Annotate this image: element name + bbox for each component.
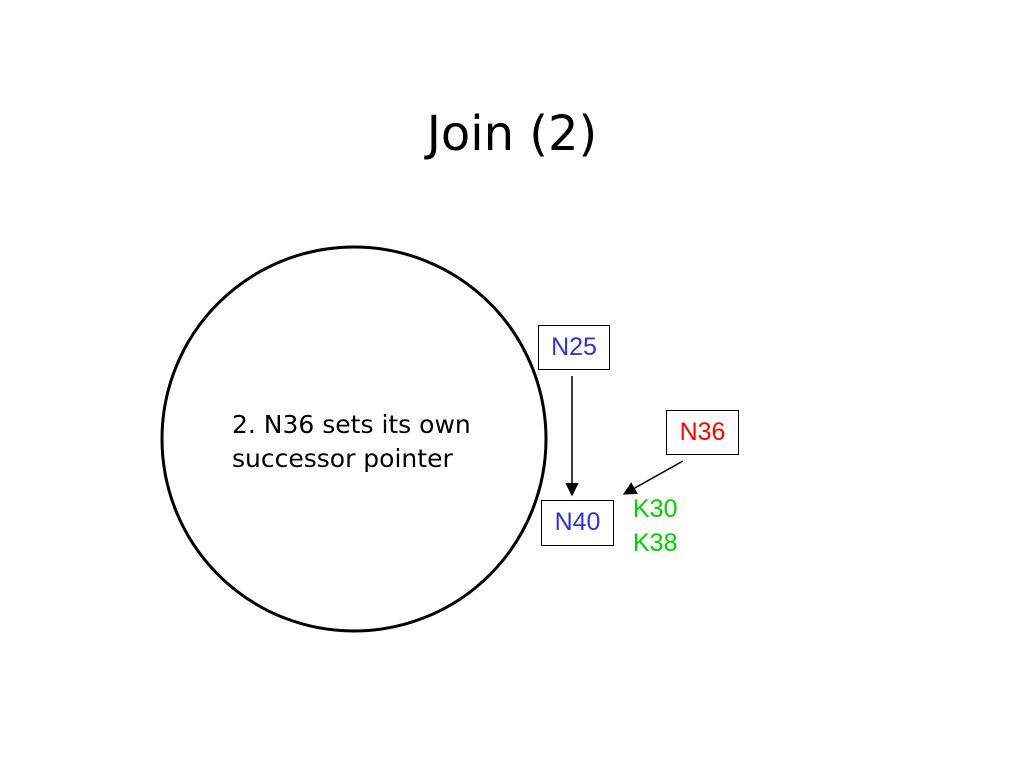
node-n36: N36	[666, 410, 739, 455]
caption-line-1: 2. N36 sets its own	[232, 410, 471, 439]
slide-title: Join (2)	[426, 106, 598, 162]
arrow-n36-successor	[622, 460, 684, 495]
ring-circle	[160, 245, 548, 633]
key-list: K30 K38	[633, 492, 677, 560]
caption-line-2: successor pointer	[232, 444, 453, 473]
node-n40: N40	[541, 500, 614, 546]
key-k38: K38	[633, 529, 678, 557]
key-k30: K30	[633, 495, 678, 523]
caption: 2. N36 sets its own successor pointer	[232, 408, 532, 476]
node-n25: N25	[538, 325, 610, 370]
